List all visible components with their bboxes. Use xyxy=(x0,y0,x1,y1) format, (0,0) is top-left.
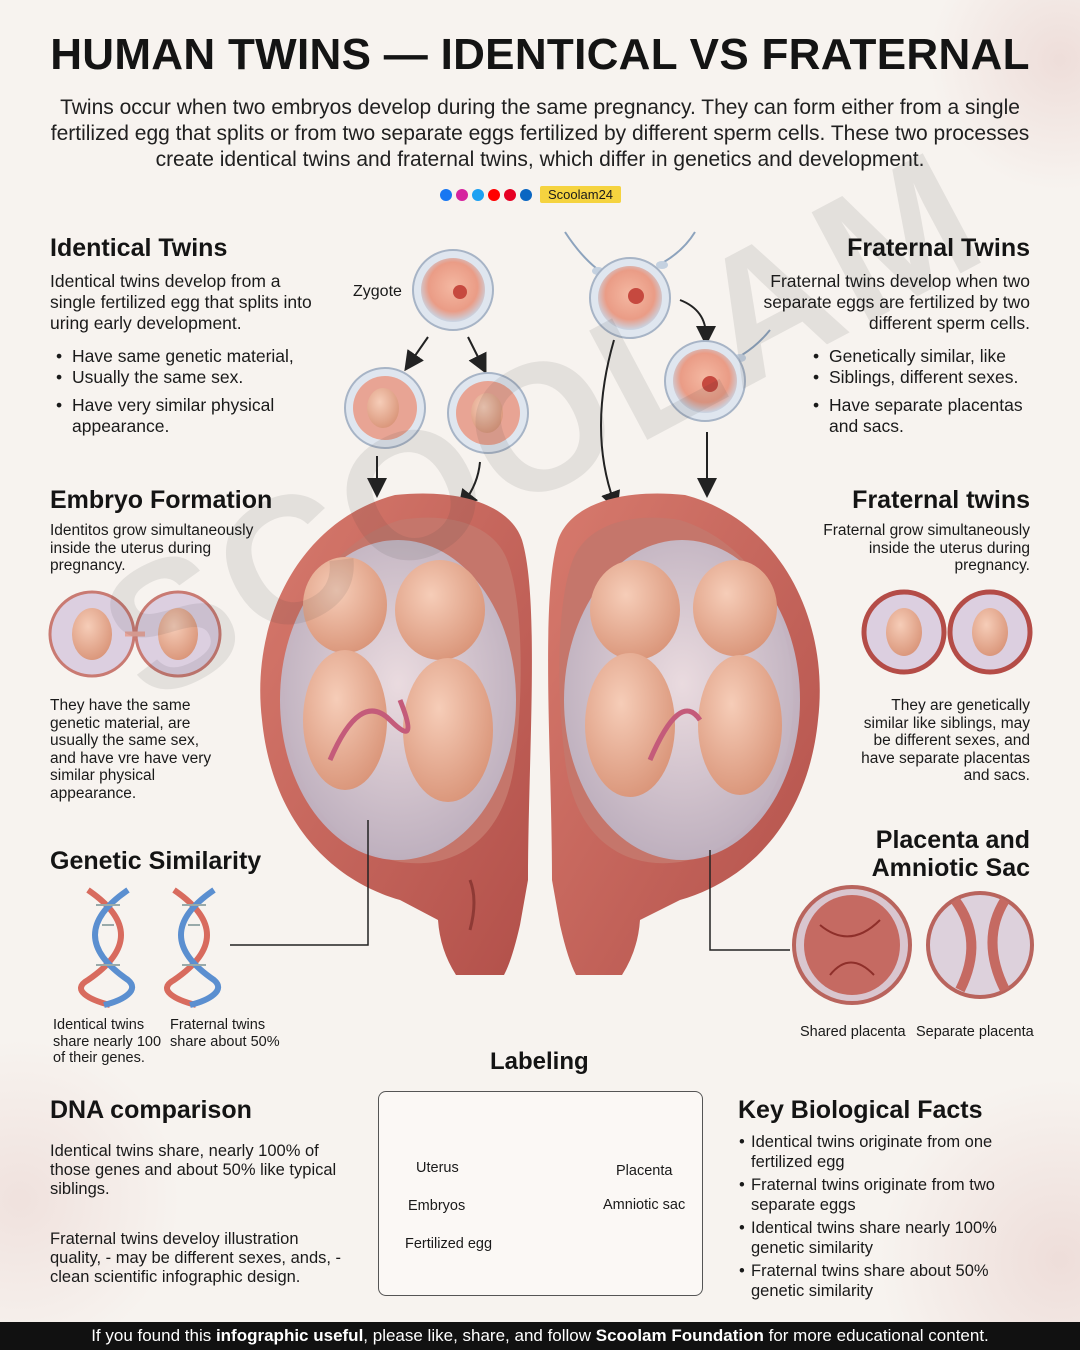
shared-placenta-label: Shared placenta xyxy=(800,1024,906,1040)
list-item: Identical twins originate from one ferti… xyxy=(735,1133,1025,1172)
egg-with-sperm-1 xyxy=(564,231,696,339)
fraternal-twins-note: They are genetically similar like siblin… xyxy=(861,697,1030,784)
genetic-caption-fraternal: Fraternal twins share about 50% xyxy=(170,1017,280,1050)
separate-placenta xyxy=(926,891,1034,999)
label-embryos: Embryos xyxy=(408,1198,466,1214)
embryo-formation-note: They have the same genetic material, are… xyxy=(50,697,212,802)
genetic-caption-identical: Identical twins share nearly 100 of thei… xyxy=(53,1017,162,1066)
split-embryo-left xyxy=(344,367,426,449)
label-amniotic-sac: Amniotic sac xyxy=(603,1197,686,1213)
footer-brand-link[interactable]: Scoolam Foundation xyxy=(595,1326,764,1345)
dna-text-1: Identical twins share, nearly 100% of th… xyxy=(50,1142,337,1198)
genetic-heading: Genetic Similarity xyxy=(50,847,262,875)
footer-bold-1: infographic useful xyxy=(215,1326,364,1345)
labeling-box xyxy=(378,1091,703,1296)
fraternal-twins-heading: Fraternal twins xyxy=(852,486,1030,514)
embryo-pair-fraternal xyxy=(861,589,1033,675)
youtube-icon[interactable] xyxy=(488,188,500,201)
dna-text-2: Fraternal twins develoy illustration qua… xyxy=(50,1230,342,1286)
label-fertilized-egg: Fertilized egg xyxy=(405,1236,493,1252)
pinterest-icon[interactable] xyxy=(504,188,516,201)
label-uterus: Uterus xyxy=(416,1160,459,1176)
facts-list: Identical twins originate from one ferti… xyxy=(735,1133,1025,1301)
list-item: Have same genetic material, xyxy=(52,346,342,367)
labeling-heading: Labeling xyxy=(490,1048,589,1075)
linkedin-icon[interactable] xyxy=(520,188,532,201)
list-item: Identical twins share nearly 100% geneti… xyxy=(735,1219,1025,1258)
list-item: Have separate placentas and sacs. xyxy=(809,395,1024,437)
egg-with-sperm-2 xyxy=(664,329,771,422)
facts-heading: Key Biological Facts xyxy=(738,1096,983,1124)
identical-heading: Identical Twins xyxy=(50,234,228,262)
identical-text: Identical twins develop from a single fe… xyxy=(50,271,312,333)
intro-text: Twins occur when two embryos develop dur… xyxy=(50,96,1030,171)
list-item: Siblings, different sexes. xyxy=(809,367,1039,388)
facebook-icon[interactable] xyxy=(440,188,452,201)
twitter-icon[interactable] xyxy=(472,188,484,201)
uterus-fraternal xyxy=(548,493,820,975)
fraternal-bullets: Genetically similar, like Siblings, diff… xyxy=(809,346,1039,444)
dna-helix-fraternal xyxy=(164,887,222,1008)
zygote-cell xyxy=(412,249,494,331)
uterus-identical xyxy=(260,493,532,975)
shared-placenta xyxy=(792,885,912,1005)
brand-badge[interactable]: Scoolam24 xyxy=(540,186,622,203)
page-title: HUMAN TWINS — IDENTICAL VS FRATERNAL xyxy=(50,30,1030,79)
list-item: Usually the same sex. xyxy=(52,367,342,388)
dna-heading: DNA comparison xyxy=(50,1096,252,1124)
social-bar: Scoolam24 xyxy=(440,186,622,203)
instagram-icon[interactable] xyxy=(456,188,468,201)
footer-text-pre: If you found this xyxy=(91,1326,216,1345)
list-item: Have very similar physical appearance. xyxy=(52,395,282,437)
label-placenta: Placenta xyxy=(616,1163,673,1179)
list-item: Fraternal twins originate from two separ… xyxy=(735,1176,1025,1215)
fraternal-twins-text: Fraternal grow simultaneously inside the… xyxy=(823,522,1030,574)
identical-bullets: Have same genetic material, Usually the … xyxy=(52,346,342,444)
list-item: Fraternal twins share about 50% genetic … xyxy=(735,1262,1025,1301)
embryo-formation-text: Identitos grow simultaneously inside the… xyxy=(50,522,254,574)
dna-helix-identical xyxy=(78,887,136,1008)
zygote-label: Zygote xyxy=(353,283,402,300)
separate-placenta-label: Separate placenta xyxy=(916,1024,1034,1040)
embryo-pair-identical xyxy=(48,590,222,678)
embryo-formation-heading: Embryo Formation xyxy=(50,486,273,514)
fraternal-text: Fraternal twins develop when two separat… xyxy=(763,271,1030,333)
footer-bar: If you found this infographic useful, pl… xyxy=(0,1322,1080,1350)
footer-text-mid: , please like, share, and follow xyxy=(363,1326,596,1345)
fraternal-heading: Fraternal Twins xyxy=(847,234,1030,262)
split-embryo-right xyxy=(447,372,529,454)
list-item: Genetically similar, like xyxy=(809,346,1039,367)
footer-text-post: for more educational content. xyxy=(763,1326,989,1345)
placenta-heading: Placenta and Amniotic Sac xyxy=(871,826,1030,882)
